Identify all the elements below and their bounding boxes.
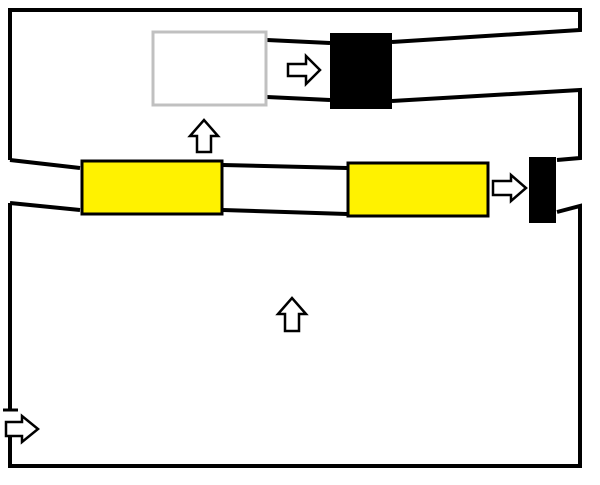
upper-corridor-bottom-right bbox=[391, 87, 582, 162]
black-block-right-edge[interactable] bbox=[529, 157, 556, 223]
middle-corridor-bottom-left bbox=[9, 201, 81, 212]
yellow-block-left[interactable] bbox=[80, 159, 224, 216]
upper-corridor-bottom bbox=[266, 95, 331, 102]
middle-corridor-top bbox=[9, 158, 81, 170]
middle-corridor-top-mid bbox=[222, 163, 348, 170]
arrow-right-icon bbox=[491, 172, 528, 204]
arrow-right-icon bbox=[4, 413, 40, 445]
ghost-block bbox=[151, 30, 268, 107]
arrow-up-icon bbox=[275, 296, 309, 333]
outer-wall-upper bbox=[8, 8, 582, 160]
yellow-block-right[interactable] bbox=[346, 161, 490, 218]
level-walls bbox=[3, 8, 582, 468]
level-blocks bbox=[80, 30, 556, 223]
middle-corridor-bottom-mid bbox=[222, 208, 348, 216]
black-block-upper[interactable] bbox=[330, 33, 392, 109]
level-arrows bbox=[4, 52, 528, 445]
upper-corridor-top-left bbox=[266, 38, 331, 45]
outer-wall-lower bbox=[8, 203, 582, 468]
arrow-right-icon bbox=[286, 52, 322, 88]
arrow-up-icon bbox=[187, 118, 221, 154]
